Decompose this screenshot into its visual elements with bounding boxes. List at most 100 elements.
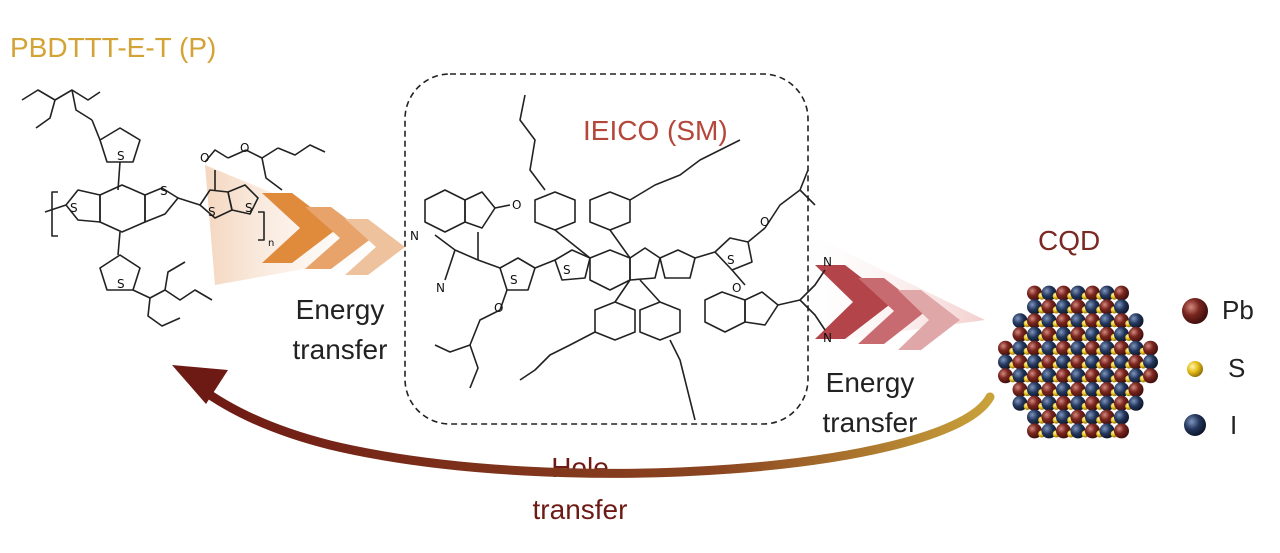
polymer-atom-o-2: O bbox=[240, 141, 249, 155]
cqd-atom bbox=[1128, 368, 1144, 384]
cqd-atom bbox=[1070, 340, 1086, 356]
energy-transfer-1-chevrons bbox=[262, 193, 405, 275]
cqd-atom bbox=[1070, 368, 1086, 384]
cqd-atom bbox=[1128, 326, 1144, 342]
cqd-atom bbox=[1027, 354, 1042, 370]
polymer-atom-s-6: S bbox=[245, 201, 253, 215]
cqd-atom bbox=[1027, 368, 1042, 384]
cqd-atom bbox=[1114, 368, 1129, 384]
legend-label-s: S bbox=[1228, 353, 1246, 383]
cqd-atom bbox=[1041, 368, 1057, 384]
cqd-atom bbox=[1027, 299, 1042, 315]
cqd-atom bbox=[1041, 382, 1057, 398]
polymer-atom-s-2: S bbox=[70, 201, 78, 215]
sm-atom-s-2: S bbox=[563, 263, 571, 277]
energy-transfer-2-chevrons bbox=[815, 265, 960, 350]
hole-transfer-arrowhead bbox=[172, 365, 228, 404]
cqd-atom bbox=[1041, 395, 1057, 411]
cqd-crystal bbox=[998, 285, 1158, 439]
cqd-atom bbox=[1027, 313, 1042, 329]
cqd-atom bbox=[1128, 340, 1144, 356]
cqd-atom bbox=[1056, 409, 1071, 425]
hole-transfer-label: Hole transfer bbox=[510, 447, 650, 531]
sm-atom-s-1: S bbox=[510, 273, 518, 287]
cqd-atom bbox=[1099, 395, 1115, 411]
cqd-atom bbox=[1027, 285, 1042, 301]
cqd-atom bbox=[1056, 354, 1071, 370]
cqd-atom bbox=[1143, 354, 1158, 370]
polymer-atom-s-5: S bbox=[208, 205, 216, 219]
sm-atom-n-3: N bbox=[823, 255, 832, 269]
cqd-atom bbox=[1099, 354, 1115, 370]
cqd-atom bbox=[1114, 395, 1129, 411]
cqd-atom bbox=[1041, 409, 1057, 425]
cqd-atom bbox=[1099, 409, 1115, 425]
cqd-atom bbox=[998, 340, 1013, 356]
cqd-atom bbox=[1114, 299, 1129, 315]
sm-atom-o-2: O bbox=[494, 301, 503, 315]
cqd-atom bbox=[1085, 285, 1100, 301]
polymer-atom-s-3: S bbox=[160, 184, 168, 198]
cqd-atom bbox=[1041, 423, 1057, 439]
cqd-atom bbox=[1056, 299, 1071, 315]
cqd-atom bbox=[1085, 368, 1100, 384]
energy-transfer-2-line2: transfer bbox=[822, 407, 918, 438]
legend-ball-pb bbox=[1182, 298, 1208, 324]
cqd-atom bbox=[1143, 368, 1158, 384]
sm-atom-s-3: S bbox=[727, 253, 735, 267]
cqd-atom bbox=[1085, 395, 1100, 411]
cqd-atom bbox=[1099, 299, 1115, 315]
cqd-atom bbox=[1128, 313, 1144, 329]
cqd-atom bbox=[1114, 423, 1129, 439]
polymer-atom-s-1: S bbox=[117, 149, 125, 163]
cqd-atom bbox=[1114, 313, 1129, 329]
cqd-atom bbox=[1085, 409, 1100, 425]
cqd-atom bbox=[1128, 354, 1144, 370]
cqd-atom bbox=[1085, 299, 1100, 315]
cqd-atom bbox=[1070, 423, 1086, 439]
cqd-atom bbox=[1041, 313, 1057, 329]
cqd-atom bbox=[1056, 382, 1071, 398]
cqd-atom bbox=[1027, 423, 1042, 439]
cqd-atom bbox=[1012, 368, 1028, 384]
cqd-atom bbox=[1099, 285, 1115, 301]
cqd-atom bbox=[1085, 382, 1100, 398]
cqd-atom bbox=[1056, 340, 1071, 356]
small-molecule-structure bbox=[424, 94, 826, 421]
cqd-atom bbox=[1070, 382, 1086, 398]
cqd-atom bbox=[1114, 340, 1129, 356]
cqd-atom bbox=[1143, 340, 1158, 356]
energy-transfer-label-1: Energy transfer bbox=[270, 290, 410, 370]
cqd-atom bbox=[1099, 313, 1115, 329]
cqd-atom bbox=[1056, 395, 1071, 411]
cqd-atom bbox=[998, 368, 1013, 384]
cqd-atom bbox=[1056, 423, 1071, 439]
cqd-atom bbox=[1099, 340, 1115, 356]
hole-transfer-arrow bbox=[172, 365, 995, 478]
cqd-atom bbox=[1041, 326, 1057, 342]
cqd-atom bbox=[1085, 423, 1100, 439]
cqd-atom bbox=[1041, 299, 1057, 315]
cqd-atom bbox=[1070, 395, 1086, 411]
small-molecule-box bbox=[404, 73, 809, 425]
cqd-atom bbox=[1027, 382, 1042, 398]
cqd-atom bbox=[1070, 299, 1086, 315]
polymer-subscript-n: n bbox=[268, 238, 274, 249]
cqd-atom bbox=[1056, 285, 1071, 301]
sm-atom-n-1: N bbox=[410, 229, 419, 243]
sm-atom-o-3: O bbox=[760, 215, 769, 229]
polymer-atom-s-4: S bbox=[117, 277, 125, 291]
cqd-atom bbox=[1012, 313, 1028, 329]
legend-label-pb: Pb bbox=[1222, 295, 1254, 325]
cqd-atom bbox=[1114, 409, 1129, 425]
cqd-atom bbox=[1114, 285, 1129, 301]
polymer-title: PBDTTT-E-T (P) bbox=[10, 32, 217, 63]
cqd-atom bbox=[1012, 340, 1028, 356]
cqd-atom bbox=[1099, 423, 1115, 439]
legend-ball-i bbox=[1184, 414, 1206, 436]
polymer-structure bbox=[21, 89, 326, 327]
cqd-atom bbox=[1041, 340, 1057, 356]
legend-label-i: I bbox=[1230, 410, 1238, 440]
cqd-atom bbox=[1099, 326, 1115, 342]
